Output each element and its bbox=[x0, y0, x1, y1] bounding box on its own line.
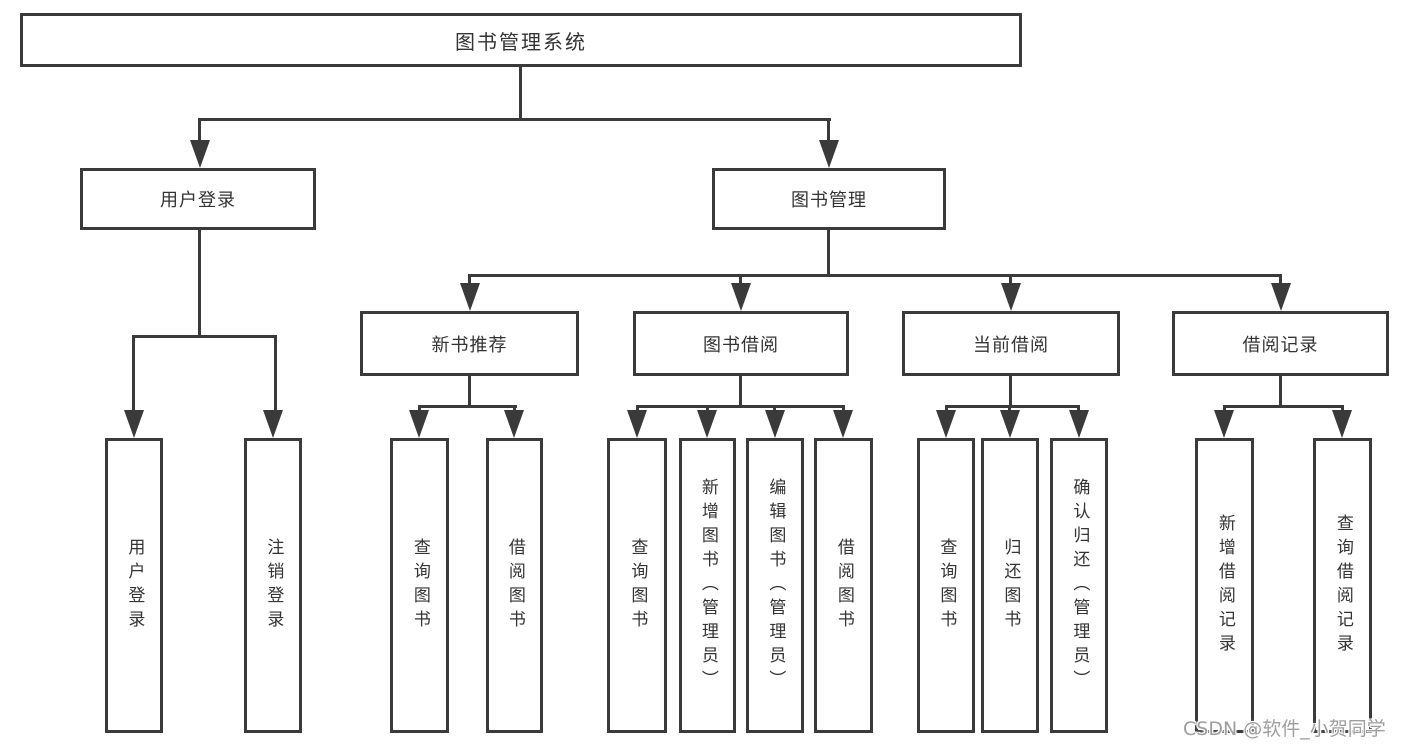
edge-line bbox=[132, 335, 135, 412]
edge-line bbox=[418, 405, 517, 408]
edge-line bbox=[198, 118, 201, 146]
edge-line bbox=[274, 335, 277, 412]
leaf-borrow-book-recommend: 借阅图书 bbox=[486, 438, 543, 733]
node-library-system: 图书管理系统 bbox=[20, 13, 1022, 67]
edge-line bbox=[1077, 405, 1080, 413]
arrow-down-icon bbox=[1000, 410, 1020, 438]
arrow-down-icon bbox=[765, 410, 785, 438]
edge-line bbox=[468, 274, 471, 288]
leaf-add-borrow-record-label: 新增借阅记录 bbox=[1214, 513, 1235, 658]
node-book-management-label: 图书管理 bbox=[791, 190, 867, 211]
arrow-down-icon bbox=[460, 283, 480, 311]
edge-line bbox=[198, 230, 201, 337]
edge-line bbox=[1008, 405, 1011, 413]
node-book-borrowing-label: 图书借阅 bbox=[703, 334, 779, 356]
arrow-down-icon bbox=[731, 283, 751, 311]
leaf-query-books-current: 查询图书 bbox=[917, 438, 975, 733]
node-book-borrowing: 图书借阅 bbox=[633, 311, 849, 376]
arrow-down-icon bbox=[190, 140, 210, 168]
edge-line bbox=[1223, 405, 1344, 408]
arrow-down-icon bbox=[1271, 283, 1291, 311]
node-new-book-recommend: 新书推荐 bbox=[360, 311, 579, 376]
leaf-borrow-book-label: 借阅图书 bbox=[833, 537, 854, 634]
edge-line bbox=[468, 274, 1282, 277]
edge-line bbox=[827, 118, 830, 146]
edge-line bbox=[468, 376, 471, 407]
node-user-login-module: 用户登录 bbox=[80, 168, 316, 230]
leaf-query-books-recommend-label: 查询图书 bbox=[409, 537, 430, 634]
arrow-down-icon bbox=[504, 410, 524, 438]
arrow-down-icon bbox=[1214, 410, 1234, 438]
leaf-query-books-borrowing-label: 查询图书 bbox=[627, 537, 648, 634]
edge-line bbox=[945, 405, 948, 413]
edge-line bbox=[513, 405, 516, 413]
edge-line bbox=[945, 405, 1080, 408]
arrow-down-icon bbox=[819, 140, 839, 168]
edge-line bbox=[773, 405, 776, 413]
edge-line bbox=[636, 405, 639, 413]
edge-line bbox=[827, 230, 830, 277]
leaf-query-borrow-record-label: 查询借阅记录 bbox=[1332, 513, 1353, 658]
leaf-add-book-admin-label: 新增图书（管理员） bbox=[697, 477, 718, 694]
leaf-borrow-book: 借阅图书 bbox=[814, 438, 873, 733]
leaf-confirm-return-admin: 确认归还（管理员） bbox=[1050, 438, 1108, 733]
leaf-user-login-label: 用户登录 bbox=[124, 537, 145, 634]
arrow-down-icon bbox=[936, 410, 956, 438]
node-user-login-module-label: 用户登录 bbox=[160, 190, 236, 211]
edge-line bbox=[1279, 376, 1282, 407]
leaf-logout-label: 注销登录 bbox=[263, 537, 284, 634]
leaf-return-book: 归还图书 bbox=[981, 438, 1039, 733]
edge-line bbox=[1009, 376, 1012, 407]
edge-line bbox=[842, 405, 845, 413]
edge-line bbox=[739, 376, 742, 407]
edge-line bbox=[1279, 274, 1282, 288]
node-new-book-recommend-label: 新书推荐 bbox=[431, 334, 508, 356]
arrow-down-icon bbox=[263, 410, 283, 438]
edge-line bbox=[706, 405, 709, 413]
edge-line bbox=[519, 67, 522, 121]
node-current-borrowing-label: 当前借阅 bbox=[973, 334, 1049, 356]
leaf-confirm-return-admin-label: 确认归还（管理员） bbox=[1069, 477, 1090, 694]
csdn-watermark: CSDN @软件_小贺同学 bbox=[1183, 718, 1386, 740]
leaf-return-book-label: 归还图书 bbox=[1000, 537, 1021, 634]
arrow-down-icon bbox=[833, 410, 853, 438]
leaf-add-borrow-record: 新增借阅记录 bbox=[1195, 438, 1254, 733]
leaf-user-login: 用户登录 bbox=[105, 438, 163, 733]
edge-line bbox=[132, 335, 277, 338]
node-book-management: 图书管理 bbox=[712, 168, 946, 230]
node-current-borrowing: 当前借阅 bbox=[902, 311, 1120, 376]
leaf-query-books-recommend: 查询图书 bbox=[390, 438, 449, 733]
edge-line bbox=[1009, 274, 1012, 288]
edge-line bbox=[739, 274, 742, 288]
node-library-system-label: 图书管理系统 bbox=[455, 29, 587, 54]
node-borrowing-records: 借阅记录 bbox=[1172, 311, 1389, 376]
edge-line bbox=[1341, 405, 1344, 413]
edge-line bbox=[198, 118, 831, 121]
leaf-add-book-admin: 新增图书（管理员） bbox=[679, 438, 736, 733]
edge-line bbox=[636, 405, 845, 408]
edge-line bbox=[1223, 405, 1226, 413]
leaf-logout: 注销登录 bbox=[244, 438, 302, 733]
arrow-down-icon bbox=[1001, 283, 1021, 311]
arrow-down-icon bbox=[1069, 410, 1089, 438]
leaf-borrow-book-recommend-label: 借阅图书 bbox=[504, 537, 525, 634]
arrow-down-icon bbox=[1332, 410, 1352, 438]
arrow-down-icon bbox=[409, 410, 429, 438]
edge-line bbox=[418, 405, 421, 413]
arrow-down-icon bbox=[697, 410, 717, 438]
arrow-down-icon bbox=[124, 410, 144, 438]
leaf-edit-book-admin-label: 编辑图书（管理员） bbox=[765, 477, 786, 694]
arrow-down-icon bbox=[627, 410, 647, 438]
leaf-query-books-current-label: 查询图书 bbox=[936, 537, 957, 634]
leaf-edit-book-admin: 编辑图书（管理员） bbox=[746, 438, 804, 733]
node-borrowing-records-label: 借阅记录 bbox=[1242, 334, 1319, 356]
leaf-query-borrow-record: 查询借阅记录 bbox=[1313, 438, 1372, 733]
leaf-query-books-borrowing: 查询图书 bbox=[607, 438, 667, 733]
